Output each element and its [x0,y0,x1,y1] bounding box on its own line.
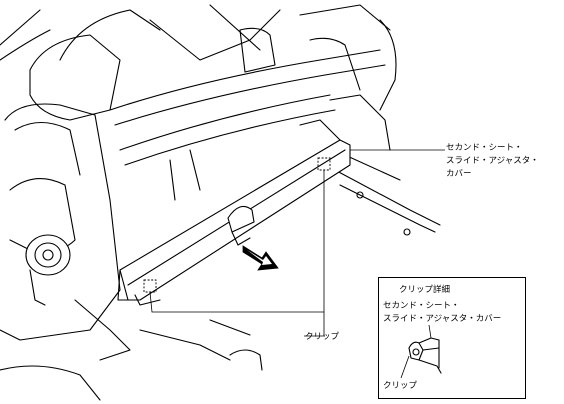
slide-rail-right [334,154,441,236]
seat-frame-left [0,9,161,401]
clip-detail-drawing [400,324,442,379]
clip-label: クリップ [305,332,340,342]
upper-frame-tubes [109,4,397,201]
leader-lines [149,149,445,337]
detail-cover-line2: スライド・アジャスタ・カバー [383,314,502,324]
cover-label-line1: セカンド・シート・ [446,143,523,153]
removal-direction-arrow [242,245,279,271]
detail-title: クリップ詳細 [399,285,451,295]
detail-clip-label: クリップ [383,381,418,391]
clip-detail-box: クリップ詳細 セカンド・シート・ スライド・アジャスタ・カバー クリップ [378,277,526,399]
slide-adjuster-cover [117,119,351,306]
cover-label-line2: スライド・アジャスタ・ [446,156,539,166]
pulley-wheel [25,234,71,306]
lower-frame-lines [139,319,263,371]
cover-label-line3: カバー [446,169,472,179]
detail-cover-line1: セカンド・シート・ [383,301,460,311]
